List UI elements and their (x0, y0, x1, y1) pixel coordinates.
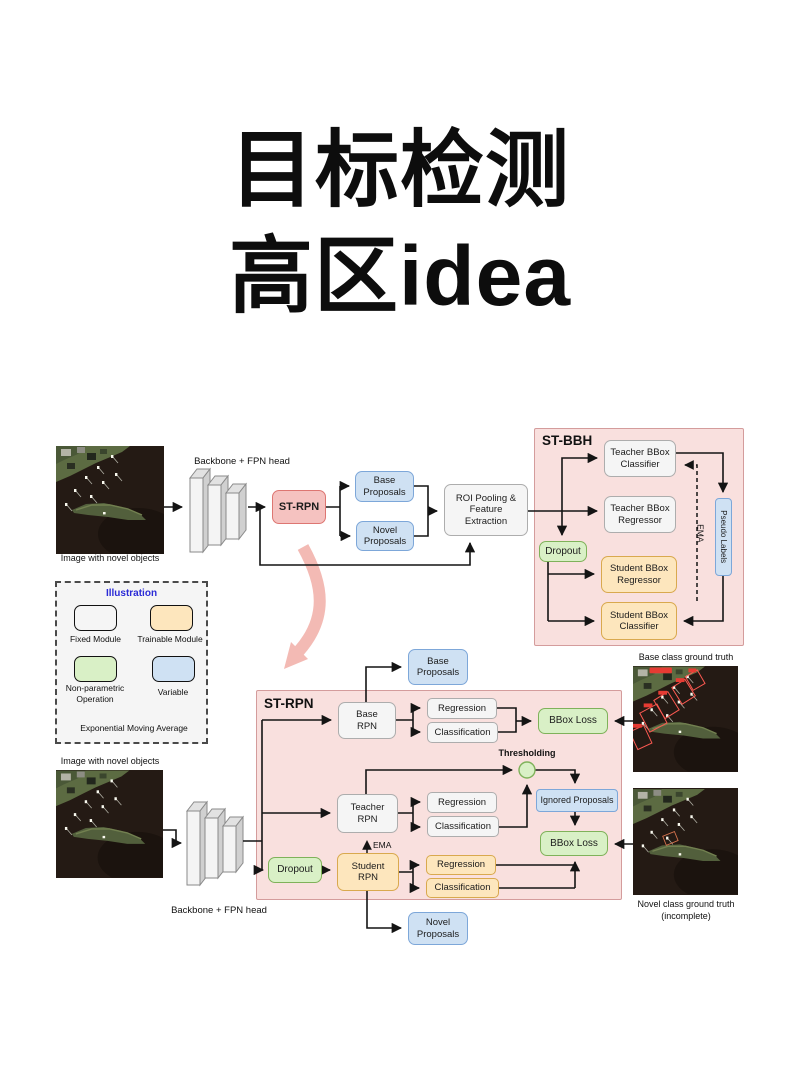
legend-variable-label: Variable (157, 687, 189, 697)
flow-arrows (163, 452, 729, 934)
thresholding-label: Thresholding (498, 748, 556, 758)
base-gt-caption: Base class ground truth (638, 652, 734, 662)
st-rpn-node: ST-RPN (272, 490, 326, 524)
student-bbox-classifier: Student BBox Classifier (601, 602, 677, 640)
legend-variable-swatch (152, 656, 195, 682)
legend-title: Illustration (105, 588, 158, 599)
dropout-rpn: Dropout (268, 857, 322, 883)
input-image-bottom-caption: Image with novel objects (60, 756, 160, 766)
novel-gt-image (633, 788, 738, 895)
satellite-photo (56, 770, 163, 878)
ignored-proposals-node: Ignored Proposals (536, 789, 618, 812)
novel-gt-caption-2: (incomplete) (661, 911, 711, 921)
legend-nonparametric-label: Non-parametric Operation (65, 683, 125, 704)
title-line-2: 高区idea (228, 228, 572, 323)
input-image-top (56, 446, 164, 554)
gt-bounding-boxes (633, 669, 706, 751)
backbone-label-bottom: Backbone + FPN head (171, 905, 267, 916)
base-gt-image (633, 666, 738, 772)
legend-ema-label: Exponential Moving Average (80, 723, 188, 733)
pseudo-labels-text: Pseudo Labels (719, 510, 729, 564)
roi-pooling-node: ROI Pooling & Feature Extraction (444, 484, 528, 536)
student-bbox-regressor: Student BBox Regressor (601, 556, 677, 593)
input-image-top-caption: Image with novel objects (60, 553, 160, 563)
regression-base: Regression (427, 698, 497, 719)
base-proposals-bottom: Base Proposals (408, 649, 468, 685)
legend-fixed-label: Fixed Module (69, 634, 122, 644)
zoom-callout-arrow (284, 544, 326, 669)
st-bbh-label: ST-BBH (542, 433, 593, 448)
pseudo-labels-node: Pseudo Labels (715, 498, 732, 576)
teacher-bbox-classifier: Teacher BBox Classifier (604, 440, 676, 477)
ema-label-rpn: EMA (373, 840, 392, 850)
legend-box: Illustration Fixed Module Trainable Modu… (55, 581, 208, 744)
teacher-rpn-node: Teacher RPN (337, 794, 398, 833)
thresholding-node (518, 761, 536, 779)
teacher-bbox-regressor: Teacher BBox Regressor (604, 496, 676, 533)
satellite-photo-with-gt (633, 788, 738, 895)
input-image-bottom (56, 770, 163, 878)
novel-proposals-top: Novel Proposals (356, 521, 414, 551)
legend-trainable-swatch (150, 605, 193, 631)
satellite-photo (56, 446, 164, 554)
backbone-blocks-top (189, 468, 247, 553)
novel-gt-caption: Novel class ground truth (637, 899, 735, 909)
regression-student: Regression (426, 855, 496, 875)
st-rpn-detail-label: ST-RPN (264, 696, 314, 711)
bbox-loss-student: BBox Loss (540, 831, 608, 856)
novel-proposals-bottom: Novel Proposals (408, 912, 468, 945)
backbone-label-top: Backbone + FPN head (194, 456, 290, 467)
legend-fixed-swatch (74, 605, 117, 631)
backbone-blocks-bottom (186, 801, 244, 886)
gt-bounding-box-faint (662, 830, 679, 846)
legend-trainable-label: Trainable Module (137, 634, 203, 644)
title-line-1: 目标检测 (229, 123, 570, 217)
page-title: 目标检测 高区idea (0, 118, 800, 330)
regression-teacher: Regression (427, 792, 497, 813)
gt-box-tags (633, 667, 697, 728)
student-rpn-node: Student RPN (337, 853, 399, 891)
bbox-loss-base: BBox Loss (538, 708, 608, 734)
classification-student: Classification (426, 878, 499, 898)
base-proposals-top: Base Proposals (355, 471, 414, 502)
satellite-photo-with-gt (633, 666, 738, 772)
legend-nonparametric-swatch (74, 656, 117, 682)
base-rpn-node: Base RPN (338, 702, 396, 739)
dropout-bbh: Dropout (539, 541, 587, 562)
classification-teacher: Classification (427, 816, 499, 837)
classification-base: Classification (427, 722, 498, 743)
ema-label-bbh: EMA (695, 524, 706, 543)
